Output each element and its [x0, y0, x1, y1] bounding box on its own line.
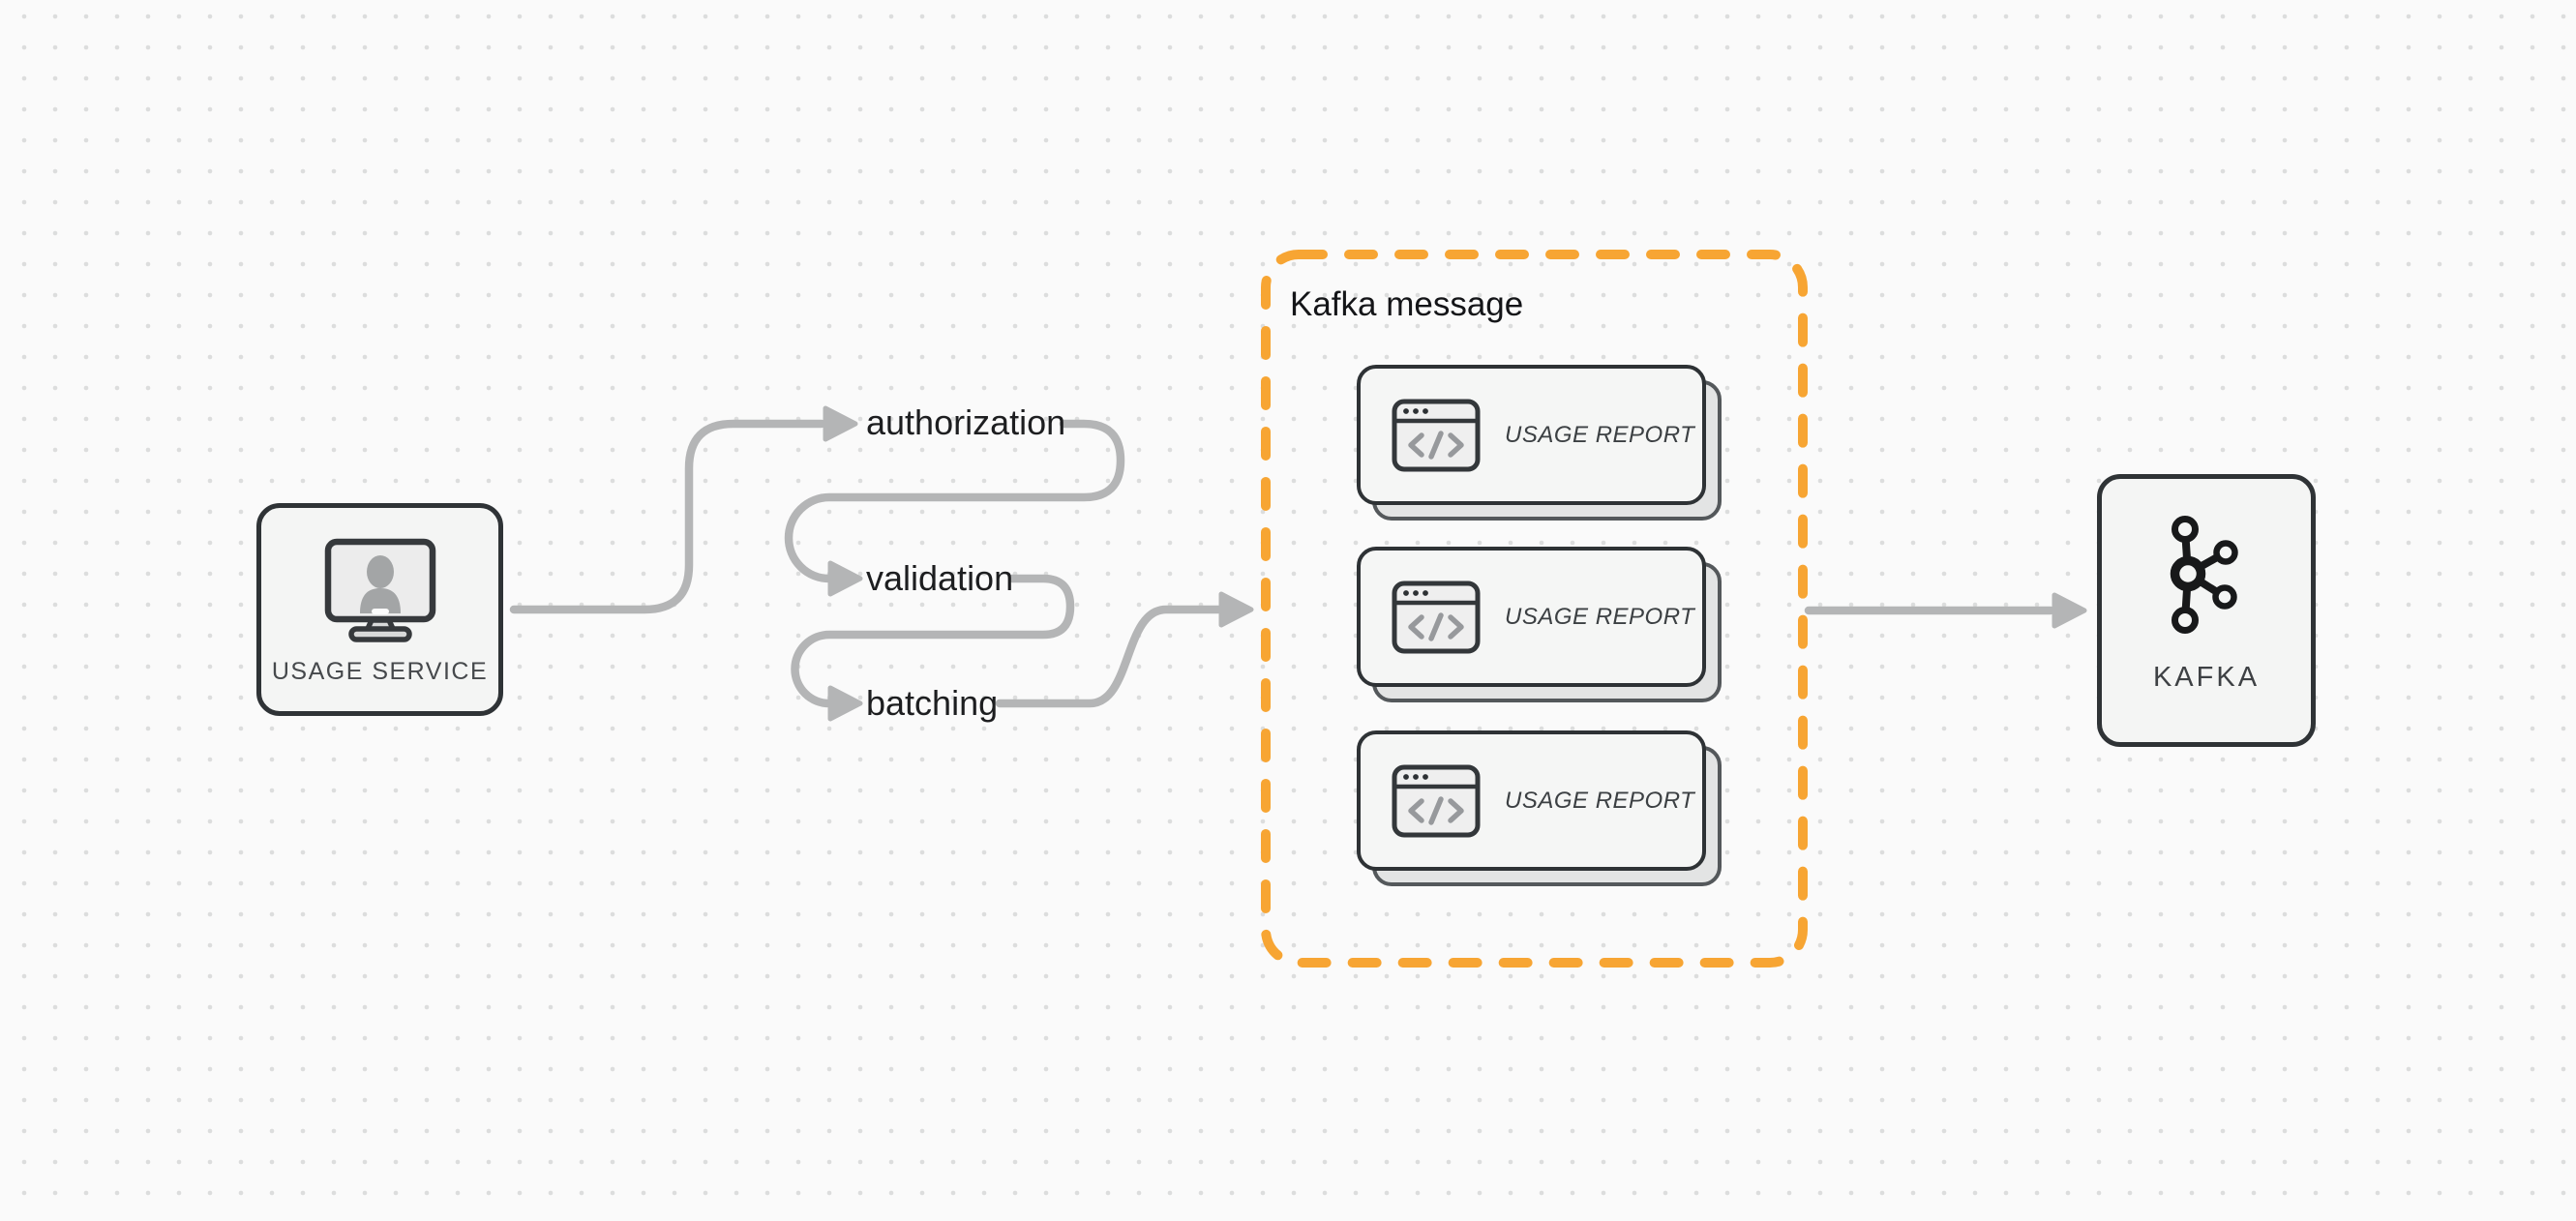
usage-report-card: USAGE REPORT [1357, 730, 1722, 886]
arrow-batching-to-group [995, 605, 1223, 708]
usage-service-label: USAGE SERVICE [271, 658, 489, 685]
kafka-message-group-border [1261, 250, 1808, 968]
usage-report-card-front: USAGE REPORT [1357, 730, 1706, 871]
arrow-usage-to-authorization [509, 419, 826, 614]
kafka-message-group-title: Kafka message [1290, 285, 1524, 323]
arrowhead-kafka [2052, 592, 2087, 629]
code-window-icon [1392, 764, 1481, 837]
usage-service-node: USAGE SERVICE [256, 503, 503, 716]
kafka-node: KAFKA [2097, 474, 2316, 747]
kafka-logo-icon [2170, 516, 2238, 634]
usage-report-card: USAGE REPORT [1357, 547, 1722, 702]
usage-report-card-front: USAGE REPORT [1357, 365, 1706, 505]
arrowhead-authorization [823, 405, 858, 442]
usage-report-card: USAGE REPORT [1357, 365, 1722, 521]
code-window-icon [1392, 581, 1481, 653]
flow-step-authorization: authorization [866, 402, 1066, 442]
usage-report-label: USAGE REPORT [1505, 421, 1695, 448]
arrowhead-batching [827, 685, 863, 722]
flow-step-validation: validation [866, 558, 1014, 598]
arrow-validation-to-batching [791, 574, 1075, 708]
monitor-user-icon [324, 538, 435, 642]
usage-report-card-front: USAGE REPORT [1357, 547, 1706, 687]
flow-step-batching: batching [866, 683, 999, 723]
code-window-icon [1392, 399, 1481, 471]
kafka-label: KAFKA [2152, 662, 2261, 693]
arrowhead-validation [827, 560, 863, 597]
usage-report-label: USAGE REPORT [1505, 603, 1695, 630]
arrowhead-group [1218, 591, 1254, 628]
usage-report-label: USAGE REPORT [1505, 787, 1695, 814]
arrow-authorization-to-validation [784, 419, 1125, 583]
